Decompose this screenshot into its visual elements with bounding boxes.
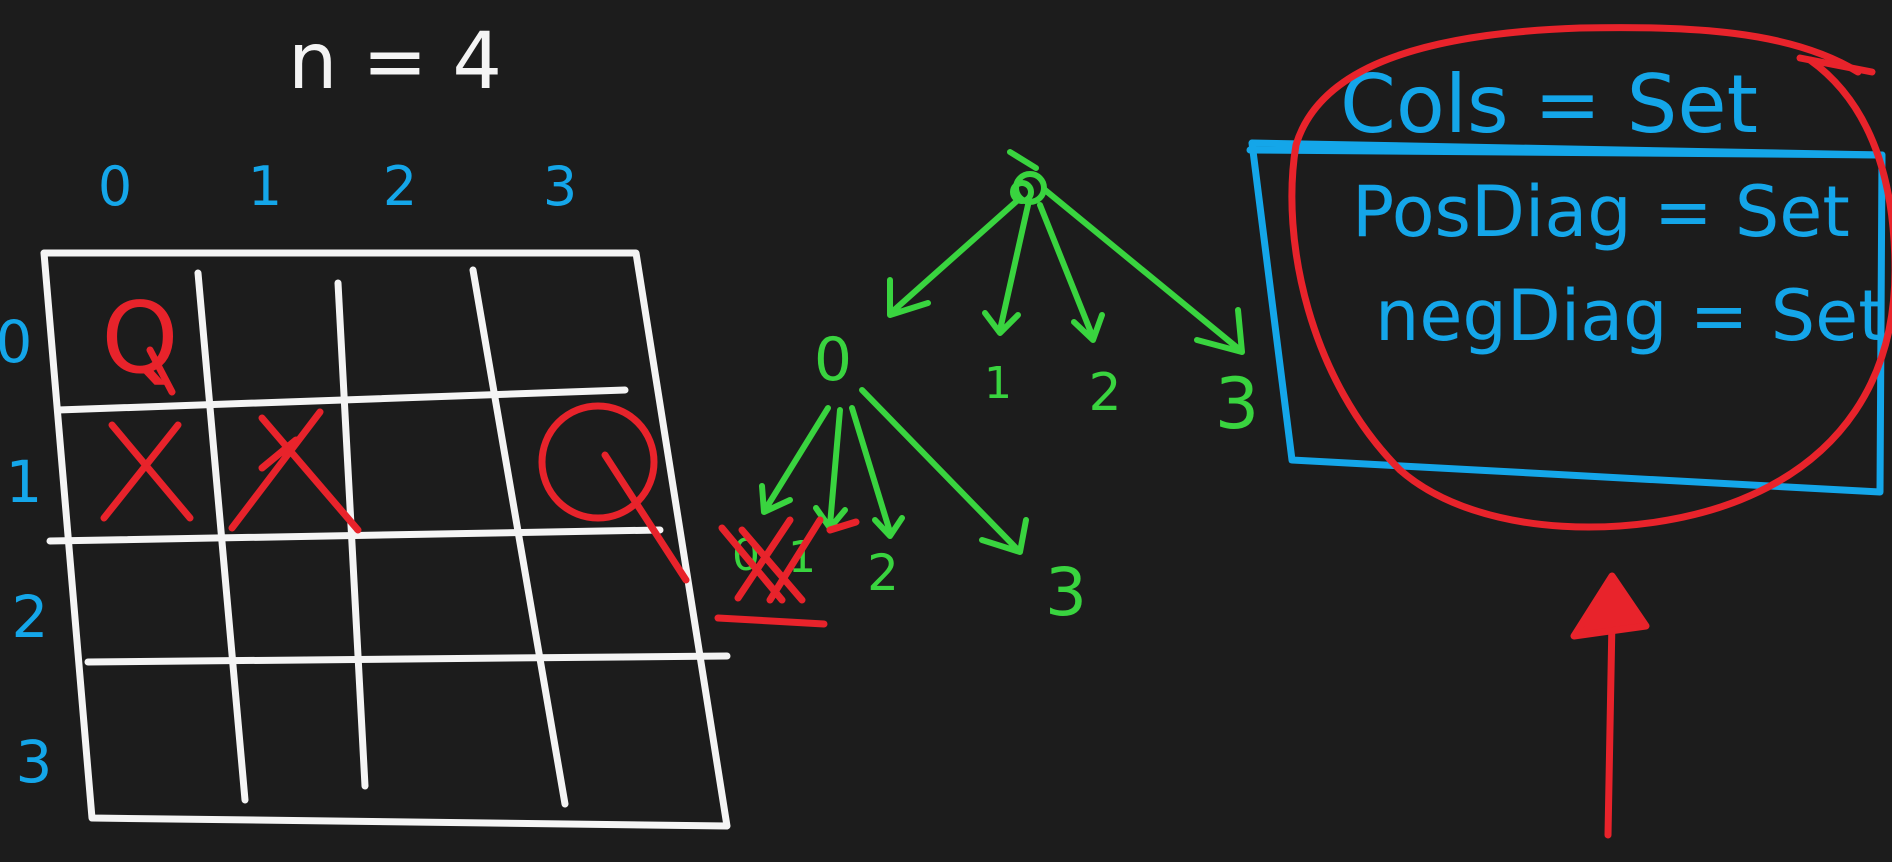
tree-root-arrow-0 — [887, 197, 1021, 318]
pruned-cross — [718, 516, 860, 604]
board-vline-1 — [194, 269, 249, 804]
sets-highlight-circle — [1288, 24, 1892, 531]
column-labels: 0 1 2 3 — [98, 155, 577, 218]
sets-highlight-tick — [1796, 54, 1876, 76]
negdiag-set-label: negDiag = Set — [1375, 275, 1886, 357]
col-label-1: 1 — [248, 155, 282, 218]
blocked-row1-col1 — [228, 408, 362, 534]
tree-sub-node-3: 3 — [1045, 554, 1087, 631]
row-label-3: 3 — [16, 728, 53, 796]
posdiag-set-label: PosDiag = Set — [1352, 171, 1850, 253]
tree-root-arrow-3 — [1042, 187, 1245, 355]
tree-root-node-inner — [1010, 180, 1034, 204]
col-label-0: 0 — [98, 155, 132, 218]
tree-root-arrow-2 — [1037, 202, 1105, 343]
sets-box-divider — [1246, 146, 1886, 159]
board-vline-2 — [334, 279, 369, 790]
tree-node-2: 2 — [1088, 363, 1121, 423]
tree-sub-node-2: 2 — [867, 544, 899, 602]
blocked-row1-col0 — [100, 421, 194, 522]
col-label-2: 2 — [383, 155, 417, 218]
pointer-arrow-shaft — [1604, 616, 1616, 839]
queen-tail-row1 — [601, 451, 690, 584]
tree-sub-arrow-1 — [813, 407, 848, 531]
tree-root-arrow-1 — [982, 202, 1031, 336]
cols-set-label: Cols = Set — [1340, 58, 1758, 151]
queen-row1-col3 — [538, 402, 658, 522]
sets-box: Cols = Set PosDiag = Set negDiag = Set — [1246, 58, 1886, 496]
pruned-underline — [714, 614, 828, 628]
row-label-0: 0 — [0, 308, 32, 376]
chess-board — [40, 249, 731, 830]
row-label-1: 1 — [6, 448, 43, 516]
tree-node-0: 0 — [814, 325, 852, 395]
tree-node-3: 3 — [1215, 363, 1260, 445]
row-label-2: 2 — [12, 583, 49, 651]
pointer-arrow — [1570, 572, 1650, 839]
queen-tail-row0 — [146, 346, 176, 396]
tree-sub-arrow-2 — [849, 405, 905, 539]
tree-sub-arrow-0 — [759, 405, 831, 515]
pruned-marks — [714, 516, 860, 628]
tree-sub-arrow-3 — [859, 387, 1029, 555]
row-labels: 0 1 2 3 — [0, 308, 52, 796]
tree-node-1: 1 — [984, 358, 1012, 409]
board-vline-3 — [469, 266, 569, 808]
decision-tree: 0 1 2 3 0 1 2 3 — [732, 149, 1260, 631]
board-hline-3 — [84, 652, 731, 666]
title-n-equals-4: n = 4 — [288, 17, 502, 107]
col-label-3: 3 — [543, 155, 577, 218]
board-marks: Q — [100, 282, 690, 584]
board-outline — [40, 249, 731, 830]
pointer-arrow-head — [1570, 572, 1650, 640]
tree-root-tick — [1007, 149, 1039, 171]
